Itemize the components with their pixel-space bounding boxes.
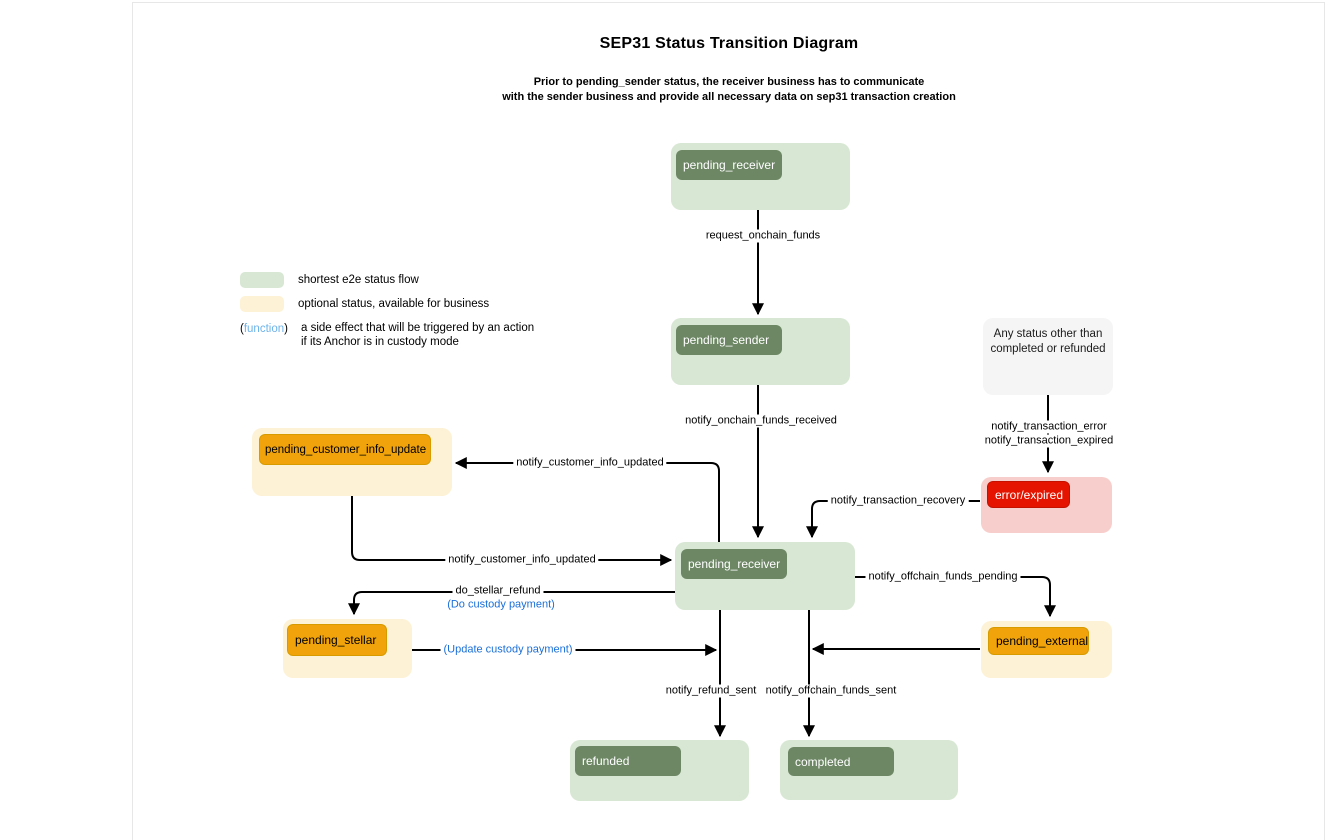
any-status-line-1: Any status other than xyxy=(993,328,1103,340)
edge-label-notify-onchain-funds-received: notify_onchain_funds_received xyxy=(682,414,840,428)
node-pending-receiver-top: pending_receiver xyxy=(671,143,850,210)
page-subtitle: Prior to pending_sender status, the rece… xyxy=(133,75,1325,104)
legend-yellow-label: optional status, available for business xyxy=(298,298,490,310)
node-completed: completed xyxy=(780,740,958,800)
edge-label-notify-customer-info-updated-up: notify_customer_info_updated xyxy=(513,456,667,470)
node-pending-external: pending_external xyxy=(981,621,1112,678)
edge-label-do-custody-payment: (Do custody payment) xyxy=(444,598,558,612)
function-close-paren: ) xyxy=(284,323,288,335)
edge-label-request-onchain-funds: request_onchain_funds xyxy=(702,229,824,243)
function-word: function xyxy=(243,323,285,335)
edge-label-notify-offchain-funds-sent: notify_offchain_funds_sent xyxy=(762,684,900,698)
subtitle-line-1: Prior to pending_sender status, the rece… xyxy=(533,76,925,88)
node-pending-external-label: pending_external xyxy=(988,627,1089,655)
node-pending-stellar: pending_stellar xyxy=(283,619,412,678)
legend-green-label: shortest e2e status flow xyxy=(298,274,419,286)
legend-function-desc-2: if its Anchor is in custody mode xyxy=(301,336,459,348)
function-open-paren: ( xyxy=(240,323,244,335)
node-pending-sender: pending_sender xyxy=(671,318,850,385)
node-refunded: refunded xyxy=(570,740,749,801)
any-status-line-2: completed or refunded xyxy=(990,343,1106,355)
edge-label-notify-transaction-recovery: notify_transaction_recovery xyxy=(827,494,969,508)
edge-label-notify-transaction-error: notify_transaction_error xyxy=(988,420,1110,434)
legend-function-desc-1: a side effect that will be triggered by … xyxy=(301,322,535,334)
node-pending-customer-info-update-label: pending_customer_info_update xyxy=(259,434,431,465)
edge-label-notify-transaction-expired: notify_transaction_expired xyxy=(981,434,1117,448)
node-pending-receiver-mid: pending_receiver xyxy=(675,542,855,610)
node-error-expired-label: error/expired xyxy=(987,481,1070,508)
node-refunded-label: refunded xyxy=(575,746,681,776)
legend-yellow-swatch xyxy=(240,296,284,312)
node-completed-label: completed xyxy=(788,747,894,776)
edge-label-notify-customer-info-updated-down: notify_customer_info_updated xyxy=(445,553,599,567)
node-pending-receiver-top-label: pending_receiver xyxy=(676,150,782,180)
legend-function-token: (function) xyxy=(240,322,288,336)
node-pending-stellar-label: pending_stellar xyxy=(287,624,387,656)
node-error-expired: error/expired xyxy=(981,477,1112,533)
subtitle-line-2: with the sender business and provide all… xyxy=(502,90,956,103)
edge-label-notify-offchain-funds-pending: notify_offchain_funds_pending xyxy=(865,570,1021,584)
edge-label-do-stellar-refund: do_stellar_refund xyxy=(452,584,544,598)
edge-label-notify-refund-sent: notify_refund_sent xyxy=(662,684,760,698)
node-any-status: Any status other than completed or refun… xyxy=(983,318,1113,395)
node-pending-sender-label: pending_sender xyxy=(676,325,782,355)
legend-green-swatch xyxy=(240,272,284,288)
node-pending-receiver-mid-label: pending_receiver xyxy=(681,549,787,579)
page-title: SEP31 Status Transition Diagram xyxy=(599,35,859,52)
node-pending-customer-info-update: pending_customer_info_update xyxy=(252,428,452,496)
edge-label-update-custody-payment: (Update custody payment) xyxy=(440,643,576,657)
